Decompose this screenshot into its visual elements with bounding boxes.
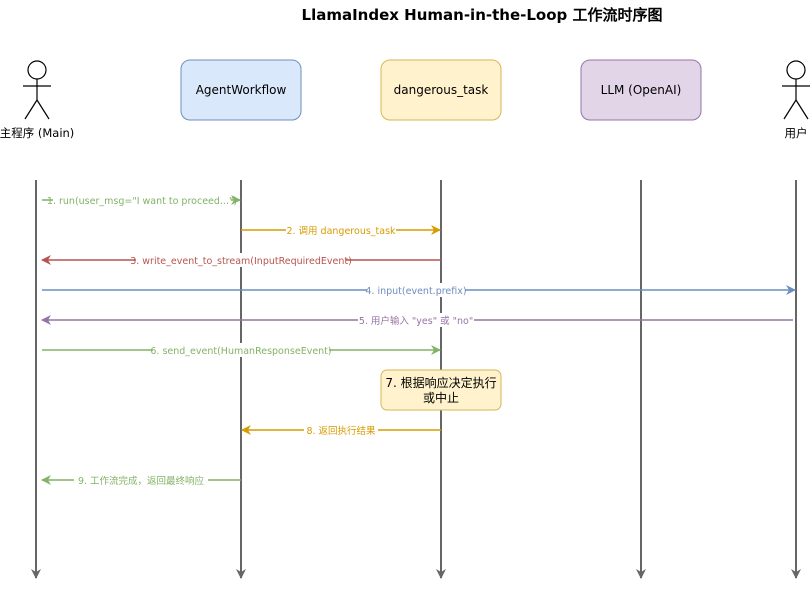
agentworkflow-box [180,59,302,121]
main-actor-icon [23,60,51,120]
message-2-label: 2. 调用 dangerous_task [286,226,396,237]
diagram-title: LlamaIndex Human-in-the-Loop 工作流时序图 [302,6,663,24]
message-1-label-bg [53,193,231,207]
message-6-label-bg [153,343,329,357]
message-8-label: 8. 返回执行结果 [306,425,376,437]
agentworkflow-label: AgentWorkflow [196,83,287,97]
message-3-label: 3. write_event_to_stream(InputRequiredEv… [130,256,352,267]
message-4-label: 4. input(event.prefix) [365,286,466,297]
main-actor-label: 主程序 (Main) [0,126,74,140]
dangerous-task-box [380,59,502,121]
decision-note-line-2: 或中止 [423,390,459,405]
user-actor-label: 用户 [785,126,808,140]
decision-note-box [380,369,502,411]
message-3-label-bg [136,253,346,267]
message-8-label-bg [304,423,378,437]
dangerous-task-label: dangerous_task [394,83,489,97]
message-2-label-bg [286,223,396,237]
llm-label: LLM (OpenAI) [601,83,682,97]
llm-box [580,59,702,121]
message-9-label-bg [74,473,208,487]
decision-note-line-1: 7. 根据响应决定执行 [385,375,496,390]
message-5-label: 5. 用户输入 "yes" 或 "no" [359,315,473,327]
message-6-label: 6. send_event(HumanResponseEvent) [150,346,331,357]
message-5-label-bg [358,313,474,327]
message-4-label-bg [367,283,465,297]
message-9-label: 9. 工作流完成，返回最终响应 [78,475,205,487]
user-actor-icon [782,60,810,120]
message-1-label: 1. run(user_msg="I want to proceed...") [47,196,237,207]
